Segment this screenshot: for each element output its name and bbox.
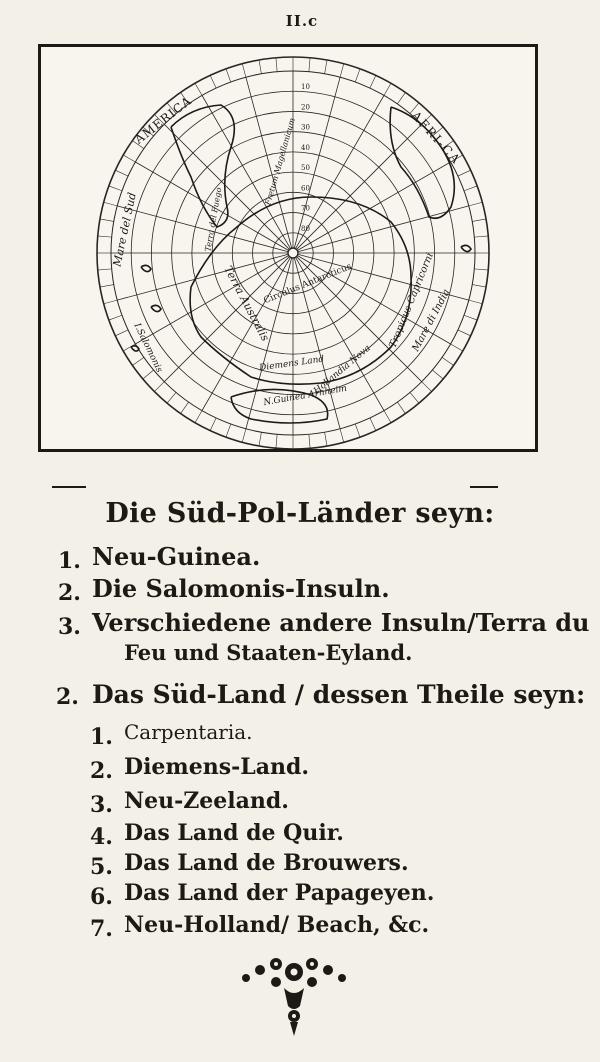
list-item-number: 7. <box>90 916 113 942</box>
divider-right <box>470 486 498 488</box>
map-graticule: 10 20 30 40 50 60 70 80 <box>96 56 490 449</box>
list-item-text: Feu und Staaten-Eyland. <box>124 640 413 665</box>
section2-number: 2. <box>56 684 79 710</box>
list-item-number: 4. <box>90 824 113 850</box>
latitude-tick-label: 70 <box>301 205 310 213</box>
page-number: II.c <box>285 12 319 30</box>
latitude-tick-label: 60 <box>301 184 310 192</box>
list-item-number: 2. <box>58 580 81 606</box>
latitude-tick-label: 40 <box>301 144 310 152</box>
list-item-text: Das Land der Papageyen. <box>124 880 435 906</box>
latitude-tick-label: 50 <box>301 164 310 172</box>
latitude-tick-label: 20 <box>301 103 310 111</box>
list-item-text: Carpentaria. <box>124 720 253 744</box>
list-item-text: Die Salomonis-Insuln. <box>92 574 390 603</box>
list-item-text: Das Land de Quir. <box>124 820 344 846</box>
latitude-tick-label: 80 <box>301 225 310 233</box>
list-item-text: Neu-Zeeland. <box>124 788 289 814</box>
list-item-number: 3. <box>90 792 113 818</box>
list-item-number: 1. <box>58 548 81 574</box>
list-item-number: 3. <box>58 614 81 640</box>
list-item-number: 5. <box>90 854 113 880</box>
list-item-number: 2. <box>90 758 113 784</box>
section2-text: Das Süd-Land / dessen Theile seyn: <box>92 680 586 709</box>
ornament-icon <box>242 958 346 1036</box>
latitude-tick-label: 30 <box>301 124 310 132</box>
list-item-number: 1. <box>90 724 113 750</box>
list-item-text: Das Land de Brouwers. <box>124 850 409 876</box>
list-item-text: Verschiedene andere Insuln/Terra du <box>92 608 590 637</box>
latitude-tick-label: 10 <box>301 83 310 91</box>
list-item-text: Diemens-Land. <box>124 754 309 780</box>
list-item-text: Neu-Holland/ Beach, &c. <box>124 912 430 938</box>
divider-left <box>52 486 86 488</box>
section-heading: Die Süd-Pol-Länder seyn: <box>105 498 495 529</box>
list-item-number: 6. <box>90 884 113 910</box>
list-item-text: Neu-Guinea. <box>92 542 261 571</box>
